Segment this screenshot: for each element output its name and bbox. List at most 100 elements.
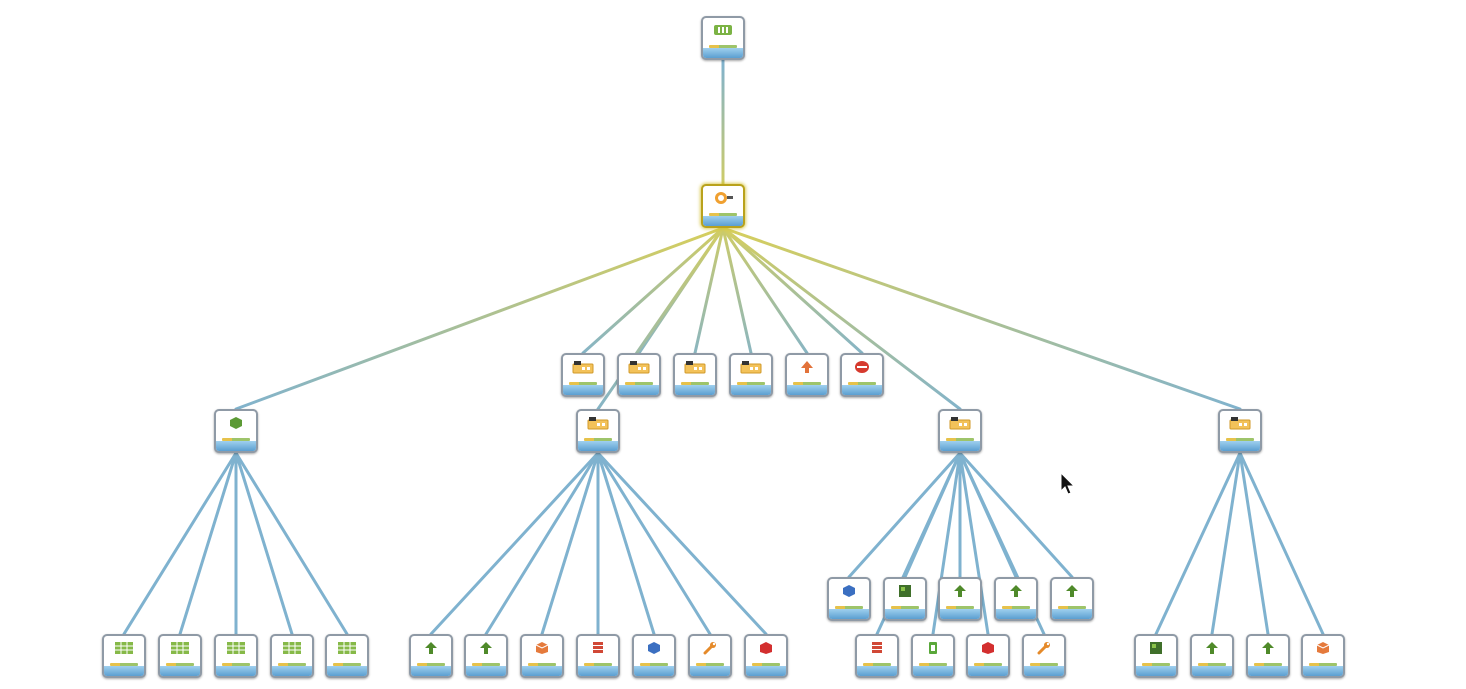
edge-n1-n10 [721,226,962,411]
node-footer [968,666,1008,676]
network-node-n7[interactable] [840,353,884,397]
node-status-bar [1309,663,1337,666]
network-node-n26[interactable] [938,577,982,621]
network-node-n11[interactable] [1218,409,1262,453]
node-footer [1136,666,1176,676]
network-node-n22[interactable] [688,634,732,678]
network-node-n8[interactable] [214,409,258,453]
network-node-n10[interactable] [938,409,982,453]
node-label [580,657,616,661]
node-status-bar [569,382,597,385]
network-node-n9[interactable] [576,409,620,453]
network-node-n1[interactable] [701,184,745,228]
node-label [218,657,254,661]
network-node-n15[interactable] [270,634,314,678]
node-label [329,657,365,661]
node-status-bar [278,663,306,666]
node-footer [842,385,882,395]
network-node-n6[interactable] [785,353,829,397]
node-status-bar [1254,663,1282,666]
node-footer [216,441,256,451]
node-status-bar [709,45,737,48]
node-footer [634,666,674,676]
red-router-icon [854,359,870,378]
node-footer [563,385,603,395]
network-node-n35[interactable] [1246,634,1290,678]
red-stack-icon [590,640,606,659]
node-label [942,432,978,436]
network-node-n3[interactable] [617,353,661,397]
blue-hexagon-icon [646,640,662,659]
network-node-n16[interactable] [325,634,369,678]
node-footer [829,609,869,619]
node-label [692,657,728,661]
node-status-bar [1002,606,1030,609]
network-node-n17[interactable] [409,634,453,678]
network-node-n23[interactable] [744,634,788,678]
node-footer [1024,666,1064,676]
node-footer [913,666,953,676]
orange-wrench-icon [1036,640,1052,659]
network-node-n32[interactable] [1022,634,1066,678]
network-node-n25[interactable] [883,577,927,621]
network-node-n13[interactable] [158,634,202,678]
network-node-n30[interactable] [911,634,955,678]
node-status-bar [752,663,780,666]
node-footer [160,666,200,676]
edge-n11-n34 [1210,451,1242,636]
green-up-arrow-icon [952,583,968,602]
node-label [915,657,951,661]
network-node-n21[interactable] [632,634,676,678]
network-node-n20[interactable] [576,634,620,678]
node-label [106,657,142,661]
network-node-n12[interactable] [102,634,146,678]
node-label [942,600,978,604]
node-footer [1192,666,1232,676]
node-status-bar [166,663,194,666]
red-cube-icon [980,640,996,659]
network-node-n34[interactable] [1190,634,1234,678]
node-label [844,376,880,380]
network-node-n33[interactable] [1134,634,1178,678]
green-square-icon [897,583,913,602]
network-node-n14[interactable] [214,634,258,678]
node-label [1054,600,1090,604]
network-node-n24[interactable] [827,577,871,621]
network-node-n0[interactable] [701,16,745,60]
node-label [1026,657,1062,661]
green-square-icon [1148,640,1164,659]
edge-n1-n2 [581,226,725,355]
green-up-arrow-icon [1260,640,1276,659]
blue-hexagon-icon [841,583,857,602]
network-node-n29[interactable] [855,634,899,678]
node-status-bar [793,382,821,385]
network-node-n18[interactable] [464,634,508,678]
node-status-bar [835,606,863,609]
network-node-n5[interactable] [729,353,773,397]
node-footer [996,609,1036,619]
edge-n11-n35 [1238,451,1270,636]
node-footer [466,666,506,676]
node-status-bar [919,663,947,666]
network-node-n31[interactable] [966,634,1010,678]
network-node-n4[interactable] [673,353,717,397]
node-status-bar [528,663,556,666]
node-footer [731,385,771,395]
node-footer [1248,666,1288,676]
network-node-n27[interactable] [994,577,1038,621]
node-status-bar [891,606,919,609]
orange-cube-icon [534,640,550,659]
node-footer [327,666,367,676]
network-node-n2[interactable] [561,353,605,397]
node-status-bar [1198,663,1226,666]
edge-n8-n12 [122,451,238,636]
node-footer [578,666,618,676]
green-up-arrow-icon [1064,583,1080,602]
network-node-n36[interactable] [1301,634,1345,678]
node-label [621,376,657,380]
network-node-n19[interactable] [520,634,564,678]
node-label [580,432,616,436]
node-status-bar [472,663,500,666]
network-node-n28[interactable] [1050,577,1094,621]
